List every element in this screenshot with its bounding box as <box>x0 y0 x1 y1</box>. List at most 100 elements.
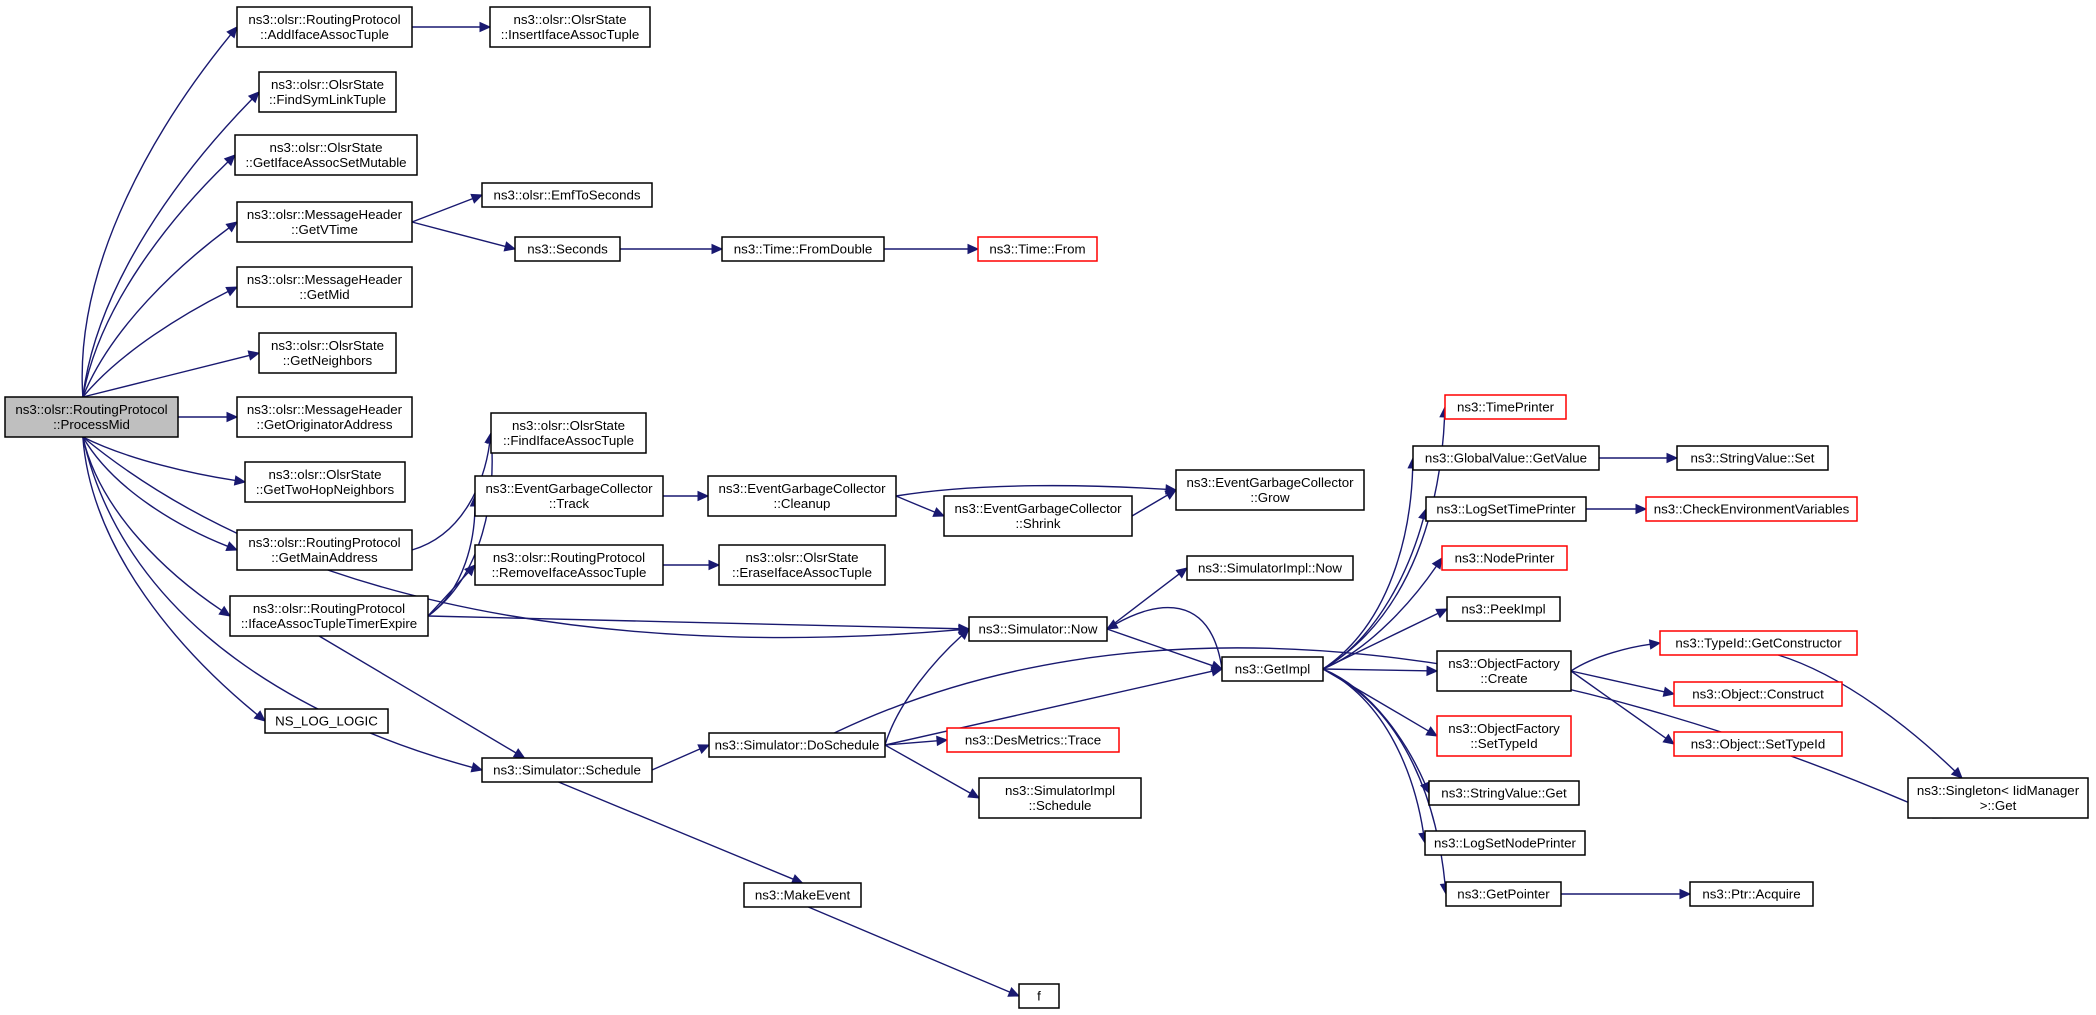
node-box <box>1673 731 1843 757</box>
node-label-line: ::FindSymLinkTuple <box>269 92 386 107</box>
node-label-line: ns3::olsr::RoutingProtocol <box>15 402 167 417</box>
node-timeprinter[interactable]: ns3::TimePrinter <box>1444 394 1567 420</box>
node-gettwohopneighbors[interactable]: ns3::olsr::OlsrState::GetTwoHopNeighbors <box>244 461 406 503</box>
node-label-line: ns3::Singleton< IidManager <box>1917 783 2080 798</box>
node-stringvalueget[interactable]: ns3::StringValue::Get <box>1428 780 1580 806</box>
node-label-line: ns3::LogSetNodePrinter <box>1434 836 1576 851</box>
edge-getvtime-to-seconds <box>411 221 517 252</box>
node-box <box>1428 780 1580 806</box>
edge-arrowhead <box>957 628 970 640</box>
node-label-line: ::GetOriginatorAddress <box>257 417 393 432</box>
node-getpointer[interactable]: ns3::GetPointer <box>1445 881 1562 907</box>
edge-arrowhead <box>470 193 484 204</box>
node-timefrom[interactable]: ns3::Time::From <box>977 236 1098 262</box>
node-label-line: ns3::GetPointer <box>1457 887 1550 902</box>
node-label-line: ::IfaceAssocTupleTimerExpire <box>241 616 417 631</box>
edge-arrowhead <box>1662 733 1675 745</box>
node-typeidgetconstructor[interactable]: ns3::TypeId::GetConstructor <box>1659 630 1858 656</box>
node-label-line: ns3::olsr::OlsrState <box>268 467 381 482</box>
edge-processmid-to-nsloglogic <box>82 436 266 722</box>
edge-logsettimeprinter-to-checkenvironmentvariables <box>1585 503 1648 515</box>
edge-line <box>884 740 938 746</box>
edge-ifaceassoctupletimerexpire-to-simschedule <box>318 635 526 759</box>
node-getifaceassocsetmutable[interactable]: ns3::olsr::OlsrState::GetIfaceAssocSetMu… <box>234 134 418 176</box>
node-logsetnodeprinter[interactable]: ns3::LogSetNodePrinter <box>1424 830 1586 856</box>
node-egcgrow[interactable]: ns3::EventGarbageCollector::Grow <box>1175 469 1365 511</box>
node-label-line: ns3::olsr::OlsrState <box>745 550 858 565</box>
node-box <box>1645 496 1858 522</box>
edge-arrowhead <box>1431 556 1443 570</box>
node-label-line: ns3::ObjectFactory <box>1448 721 1560 736</box>
node-box <box>234 134 418 176</box>
node-label-line: ns3::Simulator::Now <box>979 622 1098 637</box>
node-makeevent[interactable]: ns3::MakeEvent <box>743 882 862 908</box>
edge-ifaceassoctupletimerexpire-to-removeifaceassoctuple <box>427 564 476 617</box>
call-edges <box>81 21 1963 997</box>
edge-arrowhead <box>479 21 492 33</box>
node-label-line: ::Grow <box>1250 490 1290 505</box>
node-label-line: ::ProcessMid <box>53 417 130 432</box>
node-objectfactorysettypeid[interactable]: ns3::ObjectFactory::SetTypeId <box>1436 715 1572 757</box>
node-ifaceassoctupletimerexpire[interactable]: ns3::olsr::RoutingProtocol::IfaceAssocTu… <box>229 595 429 637</box>
node-findsymlinktuple[interactable]: ns3::olsr::OlsrState::FindSymLinkTuple <box>258 71 397 113</box>
node-getimpl[interactable]: ns3::GetImpl <box>1221 656 1324 682</box>
node-insertifaceassoctuple[interactable]: ns3::olsr::OlsrState::InsertIfaceAssocTu… <box>489 6 651 48</box>
node-getmainaddress[interactable]: ns3::olsr::RoutingProtocol::GetMainAddre… <box>236 529 413 571</box>
node-doschedule[interactable]: ns3::Simulator::DoSchedule <box>708 732 886 758</box>
node-simnow[interactable]: ns3::Simulator::Now <box>968 616 1108 642</box>
edge-arrowhead <box>247 91 260 104</box>
node-egcshrink[interactable]: ns3::EventGarbageCollector::Shrink <box>943 495 1133 537</box>
node-label-line: ns3::EventGarbageCollector <box>1186 475 1354 490</box>
node-eraseifaceassoctuple[interactable]: ns3::olsr::OlsrState::EraseIfaceAssocTup… <box>718 544 886 586</box>
edge-getimpl-to-objectfactorycreate <box>1322 665 1439 677</box>
node-objectsettypeid[interactable]: ns3::Object::SetTypeId <box>1673 731 1843 757</box>
node-objectconstruct[interactable]: ns3::Object::Construct <box>1673 681 1843 707</box>
node-getneighbors[interactable]: ns3::olsr::OlsrState::GetNeighbors <box>258 332 397 374</box>
node-logsettimeprinter[interactable]: ns3::LogSetTimePrinter <box>1425 496 1587 522</box>
node-seconds[interactable]: ns3::Seconds <box>514 236 621 262</box>
node-stringvalueset[interactable]: ns3::StringValue::Set <box>1676 445 1829 471</box>
node-getmid[interactable]: ns3::olsr::MessageHeader::GetMid <box>236 266 413 308</box>
node-ptracquire[interactable]: ns3::Ptr::Acquire <box>1689 881 1814 907</box>
node-box <box>236 201 413 243</box>
node-peekimpl[interactable]: ns3::PeekImpl <box>1446 596 1561 622</box>
node-egccleanup[interactable]: ns3::EventGarbageCollector::Cleanup <box>707 475 897 517</box>
edge-line <box>82 98 253 398</box>
node-desmetricstrace[interactable]: ns3::DesMetrics::Trace <box>946 727 1120 753</box>
node-processmid[interactable]: ns3::olsr::RoutingProtocol::ProcessMid <box>4 396 179 438</box>
node-nsloglogic[interactable]: NS_LOG_LOGIC <box>264 708 389 734</box>
node-box <box>236 529 413 571</box>
edge-processmid-to-findsymlinktuple <box>82 91 260 398</box>
node-egctrack[interactable]: ns3::EventGarbageCollector::Track <box>474 475 664 517</box>
node-emftoseconds[interactable]: ns3::olsr::EmfToSeconds <box>481 182 653 208</box>
edge-processmid-to-addifaceassoctuple <box>81 26 238 398</box>
node-addifaceassoctuple[interactable]: ns3::olsr::RoutingProtocol::AddIfaceAsso… <box>236 6 413 48</box>
node-label-line: ns3::Seconds <box>527 242 608 257</box>
node-label-line: ns3::olsr::RoutingProtocol <box>248 535 400 550</box>
node-removeifaceassoctuple[interactable]: ns3::olsr::RoutingProtocol::RemoveIfaceA… <box>474 544 664 586</box>
edge-arrowhead <box>1105 619 1119 630</box>
node-nodeprinter[interactable]: ns3::NodePrinter <box>1441 545 1568 571</box>
node-box <box>490 412 647 454</box>
node-findifaceassoctuple[interactable]: ns3::olsr::OlsrState::FindIfaceAssocTupl… <box>490 412 647 454</box>
node-simimplschedule[interactable]: ns3::SimulatorImpl::Schedule <box>978 777 1142 819</box>
node-simimplnow[interactable]: ns3::SimulatorImpl::Now <box>1186 555 1354 581</box>
edge-arrowhead <box>253 710 266 722</box>
node-getoriginatoraddress[interactable]: ns3::olsr::MessageHeader::GetOriginatorA… <box>236 396 413 438</box>
node-fromdouble[interactable]: ns3::Time::FromDouble <box>721 236 885 262</box>
edge-egctrack-to-egccleanup <box>663 490 710 502</box>
edge-arrowhead <box>1210 666 1224 677</box>
node-label-line: ::GetNeighbors <box>283 353 373 368</box>
node-objectfactorycreate[interactable]: ns3::ObjectFactory::Create <box>1436 650 1572 692</box>
node-getvtime[interactable]: ns3::olsr::MessageHeader::GetVTime <box>236 201 413 243</box>
edge-simnow-to-simimplnow <box>1106 567 1188 630</box>
node-f[interactable]: f <box>1018 983 1060 1009</box>
node-globalvaluegetvalue[interactable]: ns3::GlobalValue::GetValue <box>1412 445 1600 471</box>
node-label-line: ns3::EventGarbageCollector <box>485 481 653 496</box>
node-checkenvironmentvariables[interactable]: ns3::CheckEnvironmentVariables <box>1645 496 1858 522</box>
edge-line <box>1322 518 1425 670</box>
node-singletonget[interactable]: ns3::Singleton< IidManager >::Get <box>1907 777 2089 819</box>
edge-line <box>884 744 971 794</box>
node-simschedule[interactable]: ns3::Simulator::Schedule <box>481 757 653 783</box>
